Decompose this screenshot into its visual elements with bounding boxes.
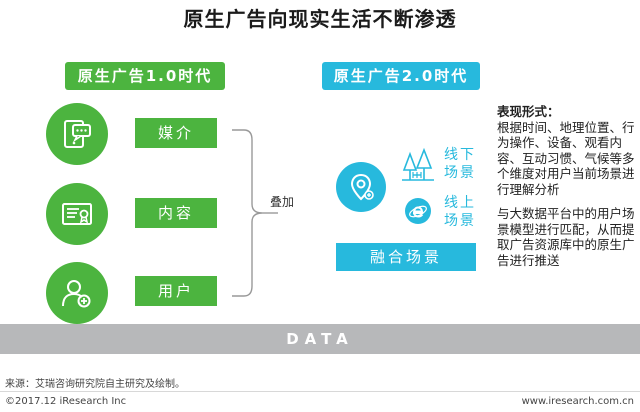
website-link[interactable]: www.iresearch.com.cn <box>521 396 634 407</box>
source-note: 来源：艾瑞咨询研究院自主研究及绘制。 <box>5 379 185 390</box>
data-bar: DATA <box>0 324 640 354</box>
tree-icon <box>402 148 434 181</box>
era-1-header: 原生广告1.0时代 <box>65 62 225 90</box>
certificate-icon <box>62 203 92 225</box>
online-line1: 线上 <box>444 195 476 211</box>
user-label: 用户 <box>135 276 217 306</box>
offline-line2: 场景 <box>444 165 476 181</box>
media-label: 媒介 <box>135 118 217 148</box>
description-para-1: 根据时间、地理位置、行为操作、设备、观看内容、互动习惯、气候等多个维度对用户当前… <box>497 119 635 197</box>
user-add-icon <box>62 280 91 308</box>
description-heading: 表现形式： <box>497 104 560 119</box>
media-icon-circle <box>46 103 108 165</box>
description-block: 表现形式： 根据时间、地理位置、行为操作、设备、观看内容、互动习惯、气候等多个维… <box>497 104 639 277</box>
online-line2: 场景 <box>444 213 476 229</box>
footer-divider <box>0 391 640 392</box>
location-pin-icon <box>350 173 374 201</box>
copyright: ©2017.12 iResearch Inc <box>5 396 127 407</box>
tablet-chat-icon <box>64 120 91 148</box>
ie-circle <box>405 198 431 224</box>
offline-scene-label: 线下 场景 <box>444 146 478 182</box>
era-2-header: 原生广告2.0时代 <box>322 62 480 90</box>
offline-line1: 线下 <box>444 147 476 163</box>
online-scene-label: 线上 场景 <box>444 194 478 230</box>
location-circle <box>336 162 386 212</box>
content-icon-circle <box>46 183 108 245</box>
content-label: 内容 <box>135 198 217 228</box>
merged-scene-label: 融合场景 <box>336 243 476 271</box>
merge-label: 叠加 <box>270 195 295 209</box>
user-icon-circle <box>46 262 108 324</box>
description-para-2: 与大数据平台中的用户场景模型进行匹配，从而提取广告资源库中的原生广告进行推送 <box>497 206 635 268</box>
page-title: 原生广告向现实生活不断渗透 <box>183 7 457 31</box>
merge-brace <box>232 129 278 297</box>
ie-browser-icon <box>409 205 427 218</box>
